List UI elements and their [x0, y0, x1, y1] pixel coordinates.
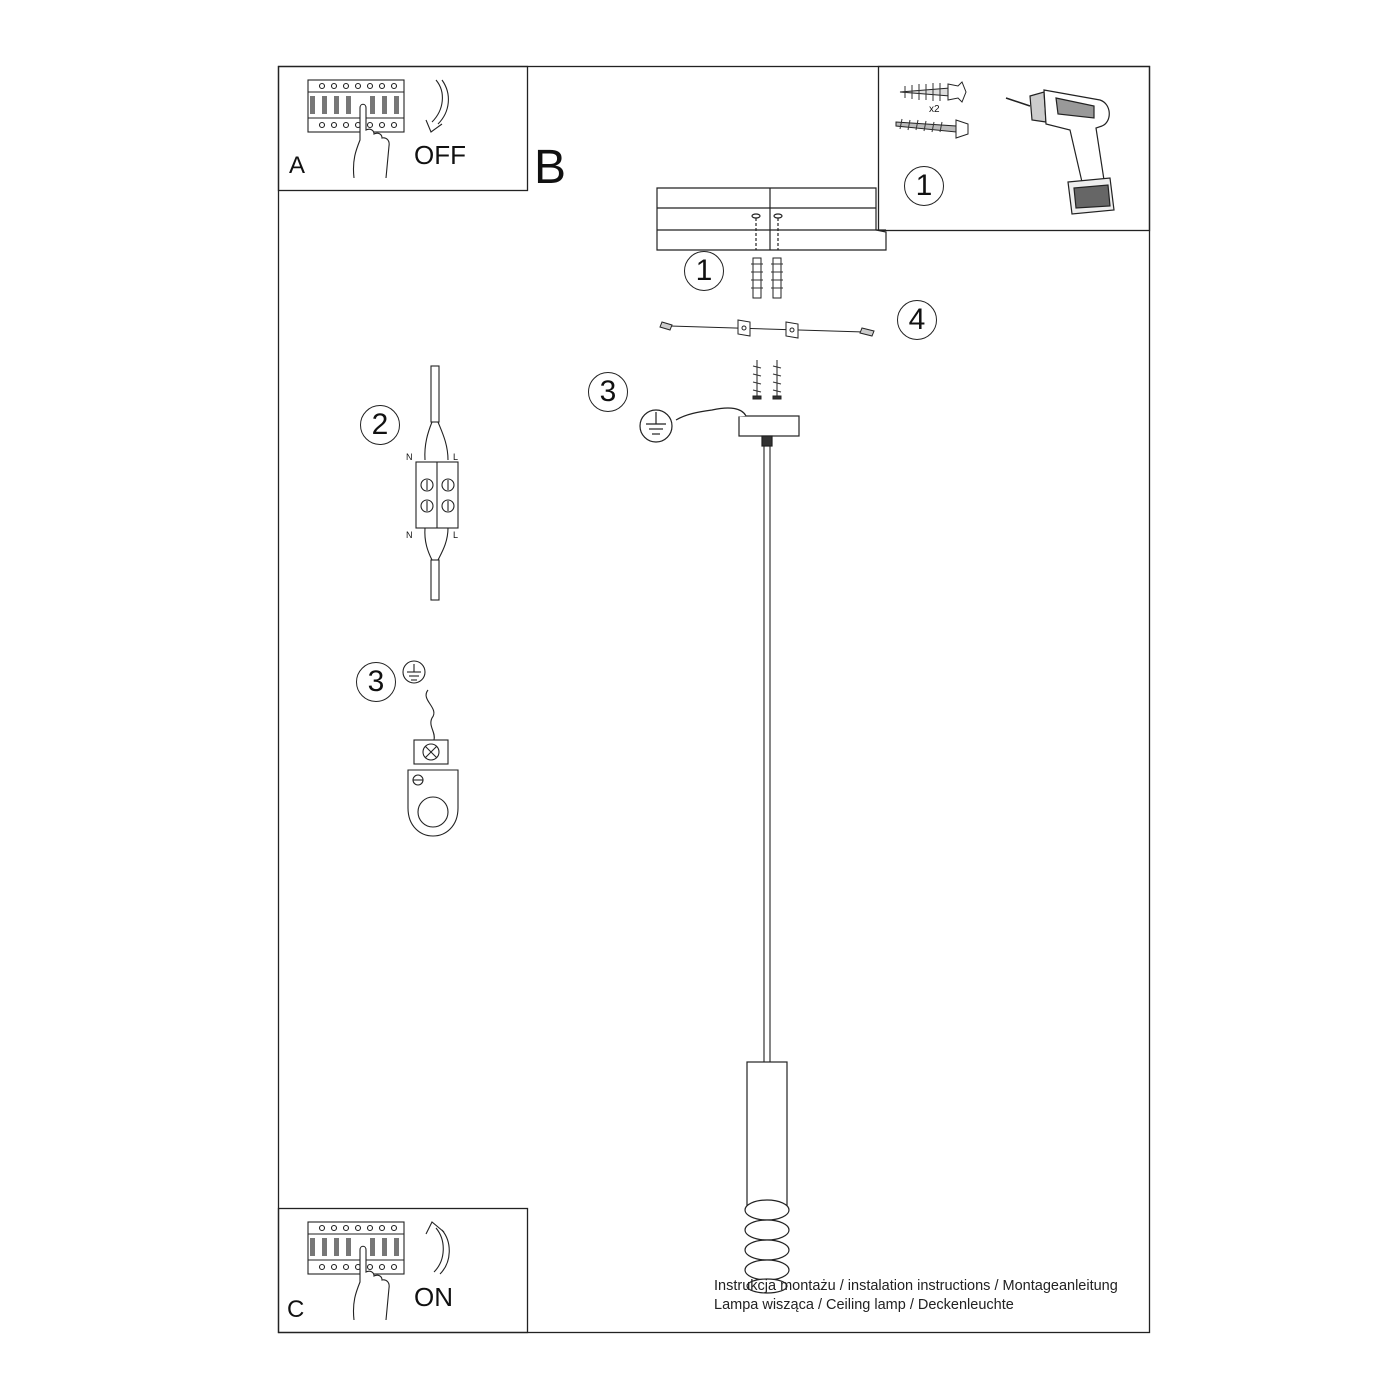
canopy-drawing [675, 407, 800, 447]
on-label: ON [414, 1282, 453, 1312]
mounting-bracket-drawing [659, 319, 875, 339]
arrow-up-c [425, 1221, 450, 1275]
step-3-circle-b: 3 [588, 372, 628, 412]
step-3-circle: 3 [356, 662, 396, 702]
earth-symbol-b-icon [639, 409, 673, 443]
off-label: OFF [414, 140, 466, 170]
live-label-top: L [453, 452, 459, 462]
panel-a-letter: A [289, 152, 306, 179]
quantity-label: x2 [929, 104, 940, 115]
neutral-label-bottom: N [406, 530, 413, 540]
panel-c-letter: C [287, 1296, 305, 1323]
neutral-label-top: N [406, 452, 413, 462]
tools-step-circle: 1 [904, 166, 944, 206]
breaker-panel-a-drawing [307, 79, 405, 179]
step-4-circle: 4 [897, 300, 937, 340]
panel-c-box [277, 1207, 529, 1334]
live-label-bottom: L [453, 530, 459, 540]
terminal-connector-drawing [415, 365, 459, 601]
step-2-circle: 2 [360, 405, 400, 445]
screws-drawing [752, 360, 782, 400]
wall-plug-icon [899, 81, 967, 103]
footer-line-2: Lampa wisząca / Ceiling lamp / Deckenleu… [714, 1297, 1014, 1313]
outer-frame [277, 65, 1151, 1334]
panel-a-box [277, 65, 529, 192]
earth-terminal-drawing [407, 689, 459, 837]
wall-plugs-drawing [751, 257, 783, 299]
screw-icon [895, 118, 969, 139]
pendant-cable [763, 446, 771, 1062]
lamp-body [744, 1061, 790, 1294]
footer-line-1: Instrukcja montażu / instalation instruc… [714, 1278, 1118, 1294]
earth-symbol-step3-icon [402, 660, 426, 684]
breaker-panel-c-drawing [307, 1221, 405, 1321]
arrow-down-a [425, 79, 449, 133]
ceiling-block [656, 187, 887, 251]
tools-panel-box [877, 65, 1151, 232]
step-1-circle: 1 [684, 251, 724, 291]
drill-icon [1005, 89, 1115, 215]
panel-b-letter: B [534, 141, 567, 194]
